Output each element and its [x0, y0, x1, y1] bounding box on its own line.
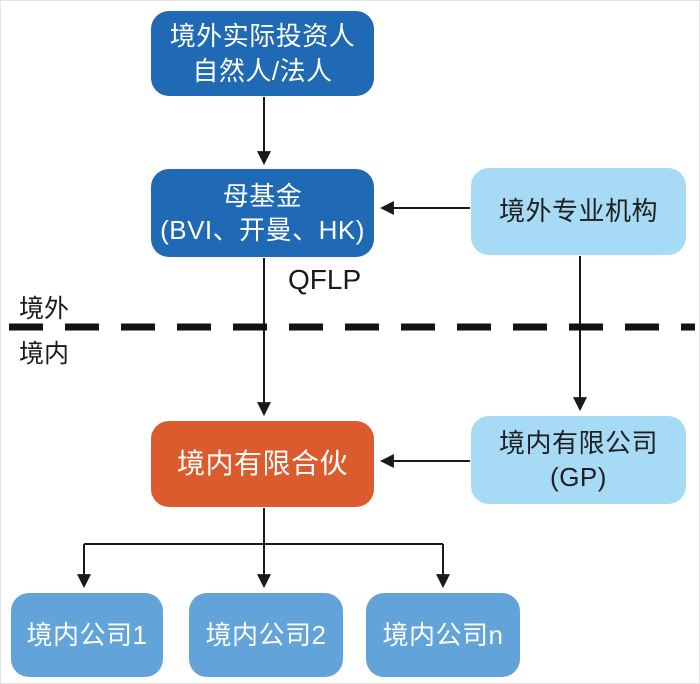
node-overseas-professional-org-label: 境外专业机构 — [498, 196, 658, 227]
branch-trunk — [84, 508, 443, 545]
node-domestic-limited-partnership-label: 境内有限合伙 — [176, 447, 348, 479]
node-domestic-limited-partnership: 境内有限合伙 — [151, 421, 374, 507]
label-domestic-region: 境内 — [19, 340, 70, 368]
node-domestic-company-2-label: 境内公司2 — [205, 619, 327, 650]
node-parent-fund-line1: 母基金 — [222, 180, 303, 211]
node-overseas-investor-line2: 自然人/法人 — [192, 55, 333, 86]
node-overseas-investor-line1: 境外实际投资人 — [169, 21, 356, 52]
node-overseas-professional-org: 境外专业机构 — [471, 168, 686, 255]
node-domestic-company-n-label: 境内公司n — [382, 619, 504, 650]
node-parent-fund: 母基金 (BVI、开曼、HK) — [151, 169, 374, 257]
node-domestic-company-1: 境内公司1 — [11, 593, 163, 677]
node-overseas-investor: 境外实际投资人 自然人/法人 — [151, 11, 374, 96]
node-domestic-gp-company-line1: 境内有限公司 — [498, 427, 658, 458]
node-domestic-gp-company: 境内有限公司 (GP) — [471, 416, 686, 504]
node-domestic-company-2: 境内公司2 — [189, 593, 343, 677]
node-domestic-company-n: 境内公司n — [366, 593, 520, 677]
node-parent-fund-line2: (BVI、开曼、HK) — [160, 215, 365, 245]
node-domestic-gp-company-line2: (GP) — [550, 462, 607, 492]
label-qflp: QFLP — [288, 264, 362, 295]
node-domestic-company-1-label: 境内公司1 — [26, 619, 148, 650]
label-overseas-region: 境外 — [19, 295, 70, 323]
